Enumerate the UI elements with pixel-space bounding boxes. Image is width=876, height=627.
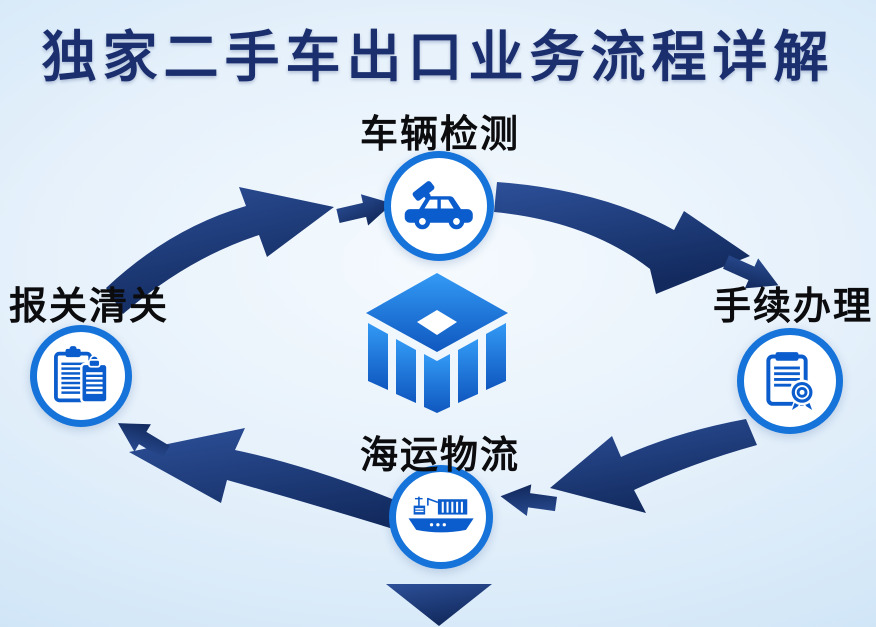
arrow-procedure-to-logistics-chevron xyxy=(500,484,558,517)
clipboard-documents-icon xyxy=(53,345,109,404)
arrow-inspection-to-procedure-chevron xyxy=(722,255,779,289)
step-label-customs-clearance: 报关清关 xyxy=(8,286,170,328)
cube-center-slat xyxy=(424,354,450,413)
bottom-down-triangle-icon xyxy=(386,584,492,626)
arrow-procedure-to-logistics xyxy=(550,419,757,513)
node-vehicle-inspection xyxy=(384,151,494,261)
cube-right-slat-1 xyxy=(458,339,478,403)
arrow-inspection-to-procedure xyxy=(494,182,750,294)
node-procedure-handling xyxy=(737,328,843,434)
arrow-logistics-to-customs xyxy=(129,428,432,541)
arrow-customs-to-inspection xyxy=(106,187,334,314)
car-gavel-icon xyxy=(404,180,473,229)
node-sea-logistics xyxy=(389,465,493,569)
cube-left-slat-2 xyxy=(396,339,416,403)
cube-crate-logo xyxy=(366,273,508,413)
page-title: 独家二手车出口业务流程详解 xyxy=(41,26,835,88)
arrow-logistics-to-customs-chevron xyxy=(117,423,170,459)
cube-right-slat-2 xyxy=(486,323,506,390)
cargo-ship-icon xyxy=(408,496,474,533)
cube-top-diamond-hole xyxy=(417,310,457,335)
step-label-procedure-handling: 手续办理 xyxy=(712,286,874,328)
step-label-sea-logistics: 海运物流 xyxy=(359,435,521,477)
cube-left-slat-1 xyxy=(368,323,388,390)
arrow-customs-to-inspection-chevron xyxy=(336,194,393,226)
node-customs-clearance xyxy=(30,325,132,427)
step-label-vehicle-inspection: 车辆检测 xyxy=(359,114,521,156)
certificate-seal-icon xyxy=(766,352,816,414)
